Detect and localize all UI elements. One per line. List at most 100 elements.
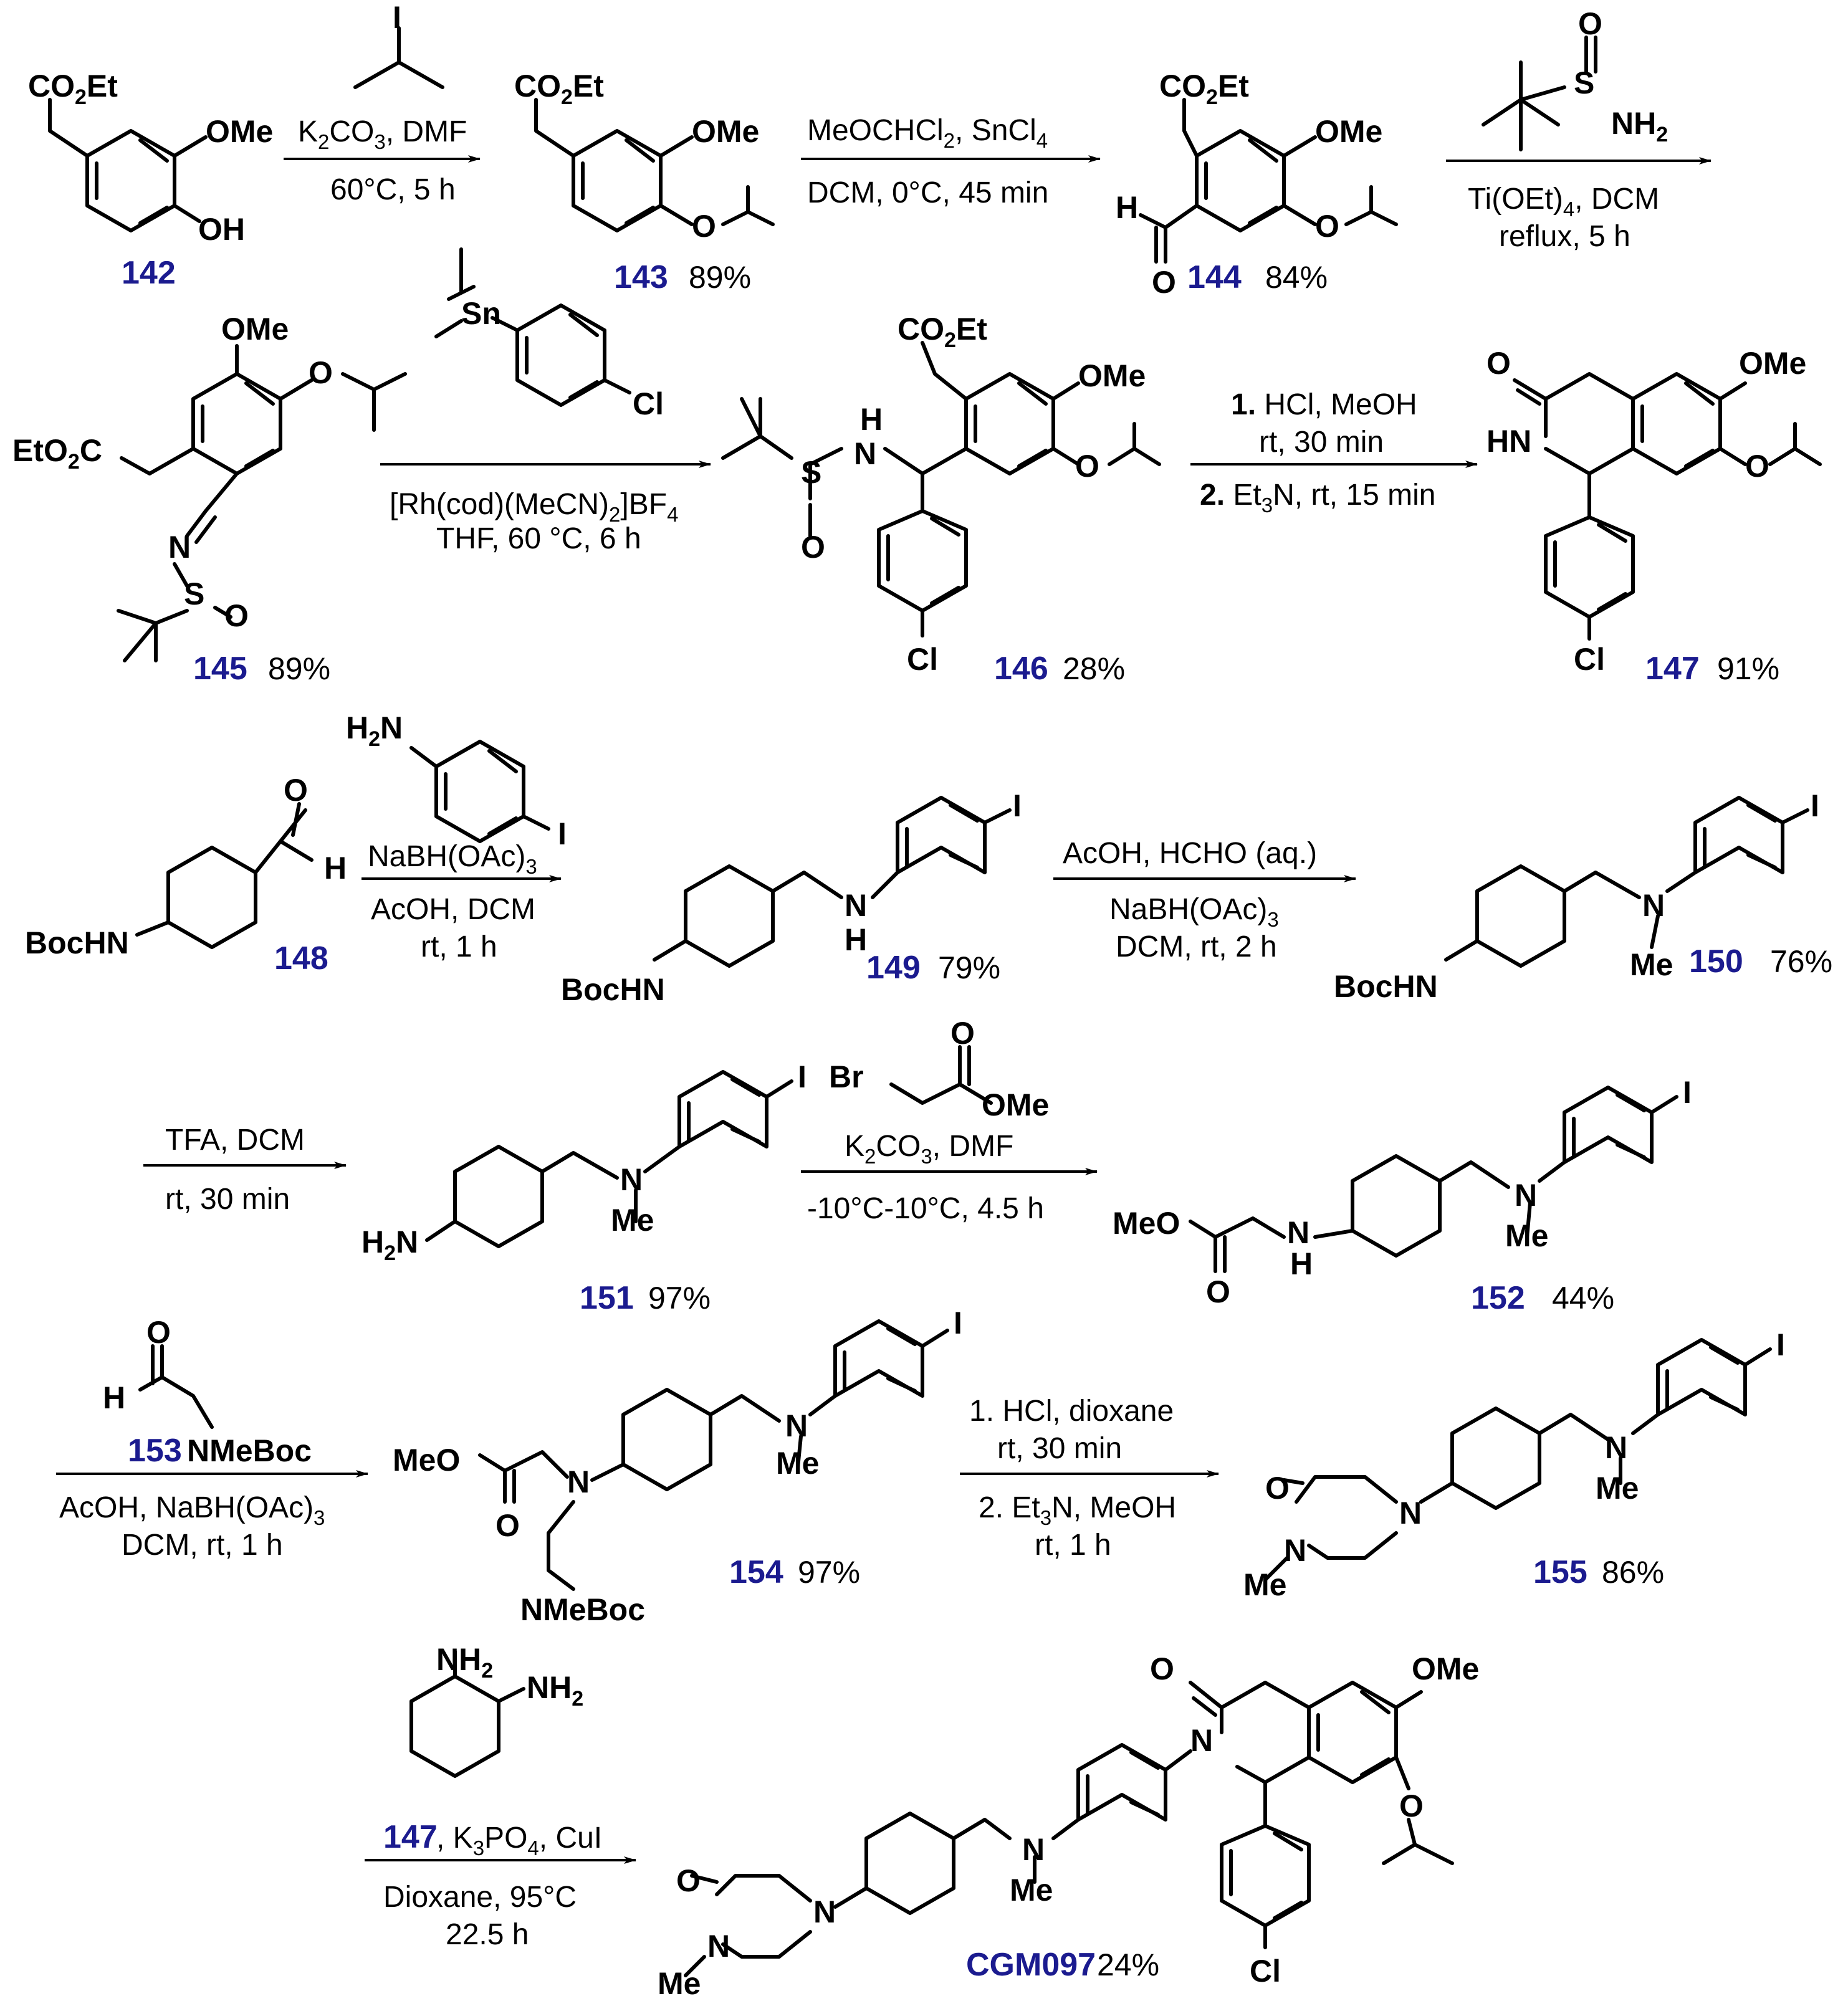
atom-iodine: I [558,816,567,851]
step1-conditions: 60°C, 5 h [330,173,456,206]
reaction-step-6: H2N I NaBH(OAc)3 AcOH, DCM rt, 1 h [346,710,567,963]
atom-iodine: I [798,1059,807,1094]
step12-conditions: 22.5 h [446,1918,529,1951]
atom-n: N [168,530,191,565]
atom-o: O [146,1315,171,1350]
atom-o: O [1265,1471,1290,1506]
reaction-step-9: Br O OMe K2CO3, DMF -10°C-10°C, 4.5 h [801,1016,1098,1225]
step10-conditions: DCM, rt, 1 h [122,1529,283,1562]
atom-n: N [1287,1215,1309,1250]
atom-bochn: BocHN [561,972,665,1007]
step11-conditions: rt, 30 min [997,1432,1122,1465]
step8-reagent: TFA, DCM [165,1124,305,1157]
atom-iodine: I [1683,1075,1692,1110]
atom-h: H [845,922,867,957]
compound-label-143: 143 [614,259,668,295]
atom-o: O [1399,1788,1424,1823]
atom-me: Me [611,1203,654,1238]
compound-label-145: 145 [193,651,247,687]
atom-s: S [184,576,204,611]
compound-154-structure: N N Me I MeO O NMeBoc [393,1306,962,1627]
atom-n: N [813,1894,836,1929]
compound-143-structure: CO2Et OMe O [514,69,775,244]
yield-144: 84% [1265,260,1328,295]
atom-h2n: H2N [346,710,403,751]
atom-cl: Cl [1574,642,1605,677]
compound-label-149: 149 [866,950,921,986]
compound-149-structure: N H I BocHN [561,788,1022,1007]
step8-conditions: rt, 30 min [165,1183,290,1216]
atom-meo: MeO [393,1443,460,1478]
step5-reagent: 1. HCl, MeOH [1231,388,1417,421]
atom-nh2: NH2 [527,1670,583,1711]
reaction-step-4: Sn Cl [Rh(cod)(MeCN)2]BF4 THF, 60 °C, 6 … [380,247,711,555]
compound-147-structure: O HN OMe O Cl [1487,346,1822,677]
atom-n: N [1284,1533,1306,1568]
yield-155: 86% [1602,1555,1664,1590]
atom-br: Br [829,1059,864,1094]
compound-cgm097-structure: N Me N O N Me N O OMe O Cl [658,1651,1479,2001]
atom-o: O [224,598,249,633]
atom-n: N [1642,888,1665,923]
reaction-step-8: TFA, DCM rt, 30 min [143,1124,347,1216]
atom-hn: HN [1487,424,1531,459]
atom-n: N [707,1929,730,1964]
atom-cl: Cl [633,386,664,421]
atom-n: N [567,1464,590,1499]
step12-solvent: Dioxane, 95°C [383,1881,577,1914]
yield-152: 44% [1552,1281,1614,1316]
atom-iodine: I [1811,788,1819,823]
atom-me: Me [1596,1471,1639,1506]
step4-conditions: THF, 60 °C, 6 h [436,522,641,555]
atom-iodine: I [393,0,401,35]
atom-cl: Cl [1250,1954,1281,1989]
atom-co2et: CO2Et [1159,69,1249,109]
atom-o: O [801,530,825,565]
compound-142-structure: CO2Et OMe OH [28,69,273,247]
atom-me: Me [776,1446,819,1481]
atom-o: O [284,773,308,808]
atom-o: O [1745,449,1769,484]
compound-label-155: 155 [1533,1554,1587,1590]
atom-oh: OH [198,212,245,247]
atom-o: O [1206,1274,1230,1309]
reaction-step-11: 1. HCl, dioxane rt, 30 min 2. Et3N, MeOH… [960,1395,1219,1562]
compound-label-146: 146 [994,651,1048,687]
compound-150-structure: N Me I BocHN [1334,788,1819,1004]
atom-ome: OMe [206,114,273,149]
step2-conditions: DCM, 0°C, 45 min [807,176,1048,209]
atom-co2et: CO2Et [514,69,604,109]
atom-me: Me [1010,1873,1053,1908]
atom-ome: OMe [982,1087,1049,1122]
step3-reagent: Ti(OEt)4, DCM [1468,183,1659,221]
atom-meo: MeO [1113,1206,1180,1241]
atom-ome: OMe [692,114,759,149]
atom-ome: OMe [1078,358,1146,393]
compound-label-151: 151 [580,1280,634,1316]
step3-conditions: reflux, 5 h [1499,220,1630,253]
atom-sn: Sn [461,296,501,331]
step9-reagent: K2CO3, DMF [845,1130,1013,1168]
atom-co2et: CO2Et [28,69,118,109]
atom-o: O [1578,6,1602,41]
compound-label-147: 147 [1645,651,1700,687]
reaction-step-5: 1. HCl, MeOH rt, 30 min 2. Et3N, rt, 15 … [1190,388,1478,517]
step6-solvent: AcOH, DCM [371,893,535,926]
yield-147: 91% [1717,651,1779,686]
atom-nh2: NH2 [436,1642,493,1683]
atom-n: N [1399,1496,1422,1531]
atom-h: H [103,1380,125,1415]
atom-h: H [1290,1246,1313,1281]
aldehyde-153 [138,1344,214,1429]
atom-nmeboc: NMeBoc [187,1433,312,1468]
atom-me: Me [658,1966,701,2001]
atom-bochn: BocHN [25,925,129,960]
step7-reagent: AcOH, HCHO (aq.) [1063,837,1317,870]
step1-reagent: K2CO3, DMF [298,115,467,153]
atom-o: O [1315,209,1339,244]
atom-cl: Cl [907,642,938,677]
compound-label-150: 150 [1689,943,1743,980]
compound-155-structure: N N Me I O N Me [1243,1327,1785,1602]
atom-o: O [1152,265,1176,300]
reagent-label-153: 153 [128,1433,182,1469]
